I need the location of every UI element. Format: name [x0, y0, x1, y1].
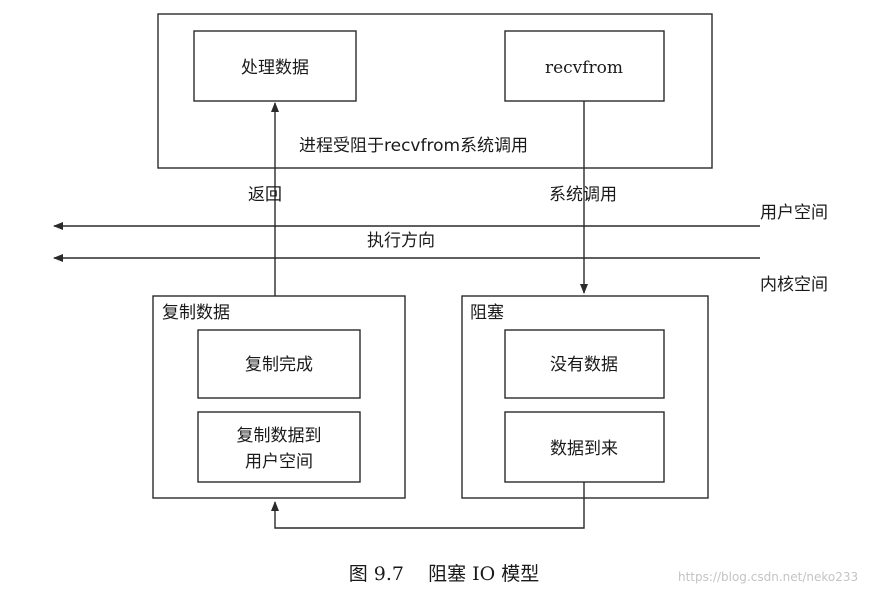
- copy-to-user-line2: 用户空间: [245, 452, 313, 472]
- copy-done-label: 复制完成: [245, 355, 313, 375]
- copy-done-box: [197, 329, 361, 399]
- watermark: https://blog.csdn.net/neko233: [678, 570, 858, 584]
- process-data-box: [193, 30, 357, 102]
- block-title: 阻塞: [470, 303, 504, 323]
- recvfrom-box: [504, 30, 665, 102]
- data-to-copy-connector: [271, 482, 585, 529]
- no-data-label: 没有数据: [550, 355, 618, 375]
- copy-to-user-line1: 复制数据到: [237, 426, 322, 446]
- recvfrom-label: recvfrom: [545, 58, 623, 78]
- blocked-note: 进程受阻于recvfrom系统调用: [299, 136, 528, 156]
- no-data-box: [504, 329, 665, 399]
- copy-to-user-box: [197, 411, 361, 483]
- data-arrived-label: 数据到来: [550, 439, 618, 459]
- user-space-label: 用户空间: [760, 203, 828, 223]
- syscall-label: 系统调用: [549, 185, 617, 205]
- copy-data-title: 复制数据: [162, 303, 230, 323]
- figure-caption: 图 9.7 阻塞 IO 模型: [349, 563, 540, 585]
- process-data-label: 处理数据: [241, 58, 309, 78]
- return-label: 返回: [248, 185, 282, 205]
- kernel-space-label: 内核空间: [760, 275, 828, 295]
- data-arrived-box: [504, 411, 665, 483]
- direction-label: 执行方向: [367, 231, 435, 251]
